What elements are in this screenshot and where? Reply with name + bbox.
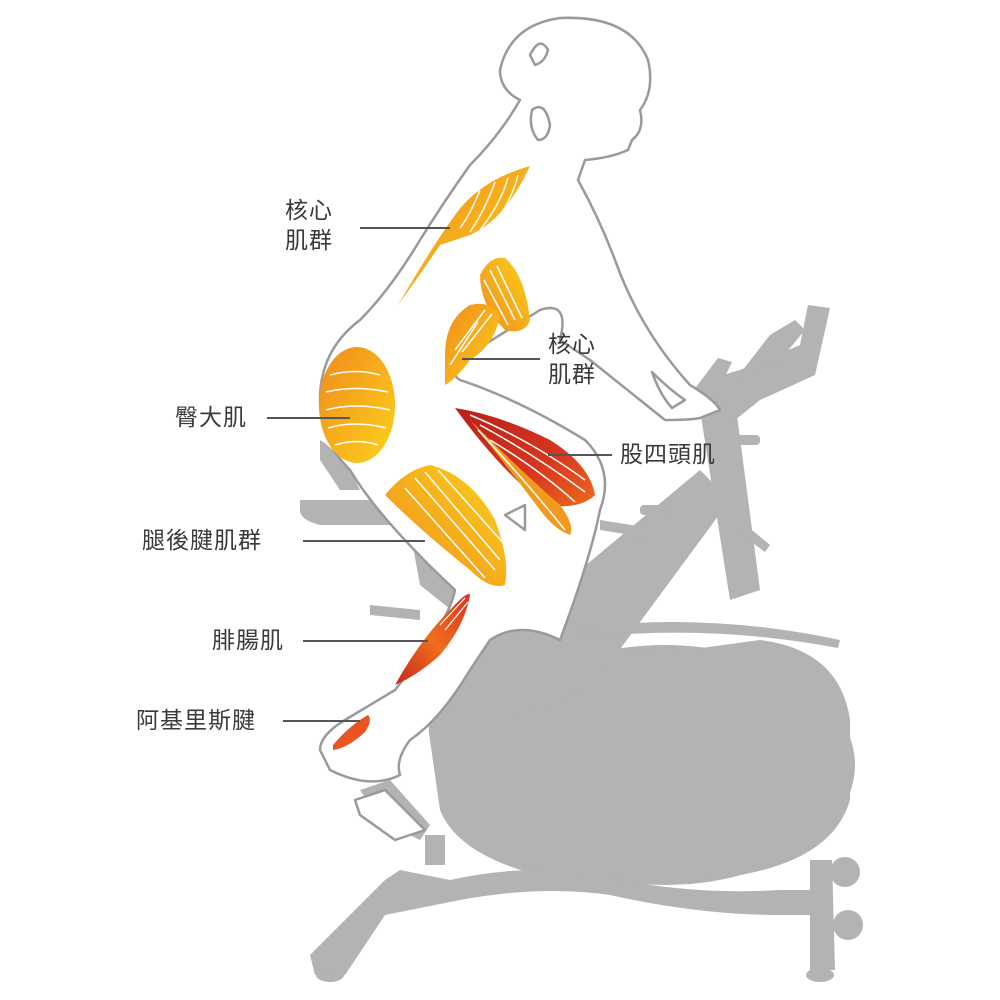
muscle-core-lower-2	[445, 303, 500, 385]
label-core-lower-line1: 核心	[548, 332, 596, 358]
label-core-upper: 核心 肌群	[285, 196, 333, 256]
label-hamstrings: 腿後腱肌群	[142, 528, 262, 554]
label-achilles: 阿基里斯腱	[136, 708, 256, 734]
label-core-lower: 核心 肌群	[548, 330, 596, 390]
muscles	[319, 166, 595, 750]
label-core-upper-line1: 核心	[285, 198, 333, 224]
label-quadriceps: 股四頭肌	[620, 442, 716, 468]
label-core-upper-line2: 肌群	[285, 228, 333, 254]
label-calf: 腓腸肌	[212, 628, 284, 654]
label-core-lower-line2: 肌群	[548, 362, 596, 388]
frame-down-tube	[470, 470, 730, 720]
muscle-calf	[395, 594, 470, 685]
spin-bike	[300, 305, 863, 982]
head-tube	[700, 400, 760, 600]
muscle-gluteus	[319, 347, 395, 463]
bike-base	[310, 870, 830, 975]
chain-guard	[560, 622, 840, 648]
muscle-quadriceps	[455, 408, 595, 507]
muscle-core-upper	[398, 166, 530, 305]
label-gluteus: 臀大肌	[175, 405, 247, 431]
muscle-hamstrings	[385, 465, 507, 586]
muscle-achilles	[333, 715, 370, 750]
leader-lines	[267, 227, 612, 722]
